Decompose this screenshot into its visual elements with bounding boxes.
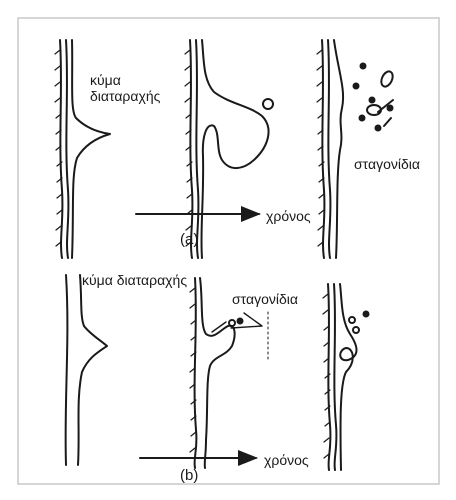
panel-a-droplets-label: σταγονίδια [354,156,420,172]
panel-a-wave-label-line2: διαταραχής [90,88,160,104]
droplet-b2-2 [238,319,243,324]
droplet-a3-1 [361,64,366,69]
figure-frame [18,18,439,484]
panel-a-wave-label-line1: κύμα [90,72,121,88]
panel-b-droplets-label: σταγονίδια [232,291,298,307]
droplet-b3-2 [364,312,369,317]
panel-b-time-label: χρόνος [264,452,309,468]
panel-a-id: (a) [180,232,198,248]
panel-b-id: (b) [180,468,198,484]
droplet-a3-7 [360,116,365,121]
droplet-a3-3 [370,98,375,103]
panel-b-wave-label: κύμα διαταραχής [82,272,187,288]
droplet-a3-10 [376,126,381,131]
droplet-a3-2 [354,84,359,89]
panel-a-time-label: χρόνος [266,208,311,224]
droplet-a3-8 [388,106,393,111]
